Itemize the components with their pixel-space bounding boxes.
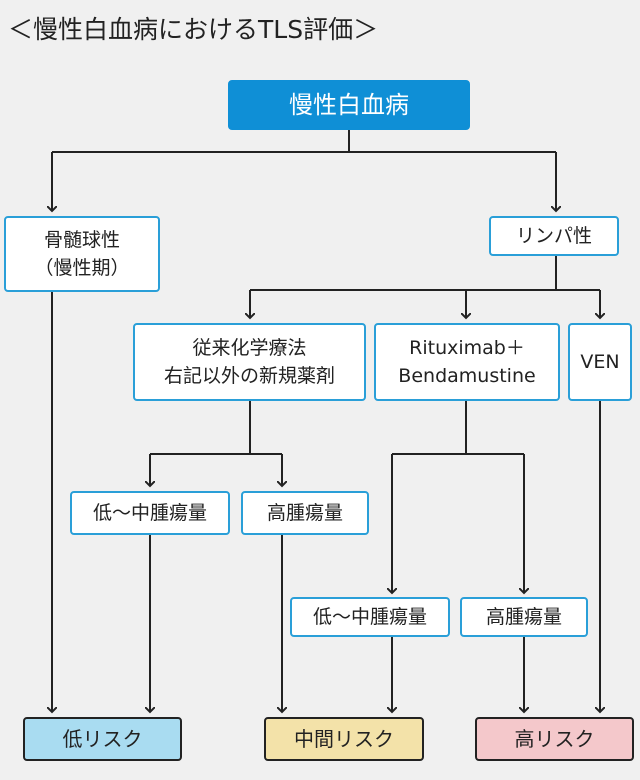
root-node: 慢性白血病 [228, 80, 470, 130]
conventional-line2: 右記以外の新規薬剤 [163, 365, 335, 387]
rb-high-label: 高腫瘍量 [485, 606, 562, 628]
rituximab-bendamustine-node: Rituximab＋ Bendamustine [374, 323, 560, 401]
lymphoid-node: リンパ性 [489, 216, 619, 256]
conventional-chemo-node: 従来化学療法 右記以外の新規薬剤 [133, 323, 366, 401]
mid-risk-node: 中間リスク [264, 717, 424, 761]
low-risk-node: 低リスク [23, 717, 182, 761]
page-title: ＜慢性白血病におけるTLS評価＞ [8, 15, 379, 44]
mid-risk-label: 中間リスク [294, 727, 394, 751]
rb-high-tumor-node: 高腫瘍量 [460, 597, 588, 637]
conv-low-mid-tumor-node: 低～中腫瘍量 [70, 491, 230, 535]
rb-line1: Rituximab＋ [409, 337, 525, 359]
ven-node: VEN [568, 323, 632, 401]
rb-low-mid-label: 低～中腫瘍量 [312, 606, 427, 628]
conventional-line1: 従来化学療法 [192, 337, 307, 359]
high-risk-node: 高リスク [475, 717, 634, 761]
conv-high-label: 高腫瘍量 [266, 502, 343, 524]
myeloid-node: 骨髄球性 （慢性期） [4, 216, 160, 292]
root-label: 慢性白血病 [289, 91, 409, 119]
conv-high-tumor-node: 高腫瘍量 [241, 491, 369, 535]
conv-low-mid-label: 低～中腫瘍量 [92, 502, 207, 524]
rb-low-mid-tumor-node: 低～中腫瘍量 [290, 597, 450, 637]
lymphoid-label: リンパ性 [515, 225, 592, 247]
ven-label: VEN [580, 351, 620, 373]
rb-line2: Bendamustine [398, 365, 536, 387]
myeloid-line2: （慢性期） [34, 257, 130, 279]
low-risk-label: 低リスク [62, 727, 143, 751]
high-risk-label: 高リスク [514, 727, 595, 751]
myeloid-line1: 骨髄球性 [43, 229, 120, 251]
